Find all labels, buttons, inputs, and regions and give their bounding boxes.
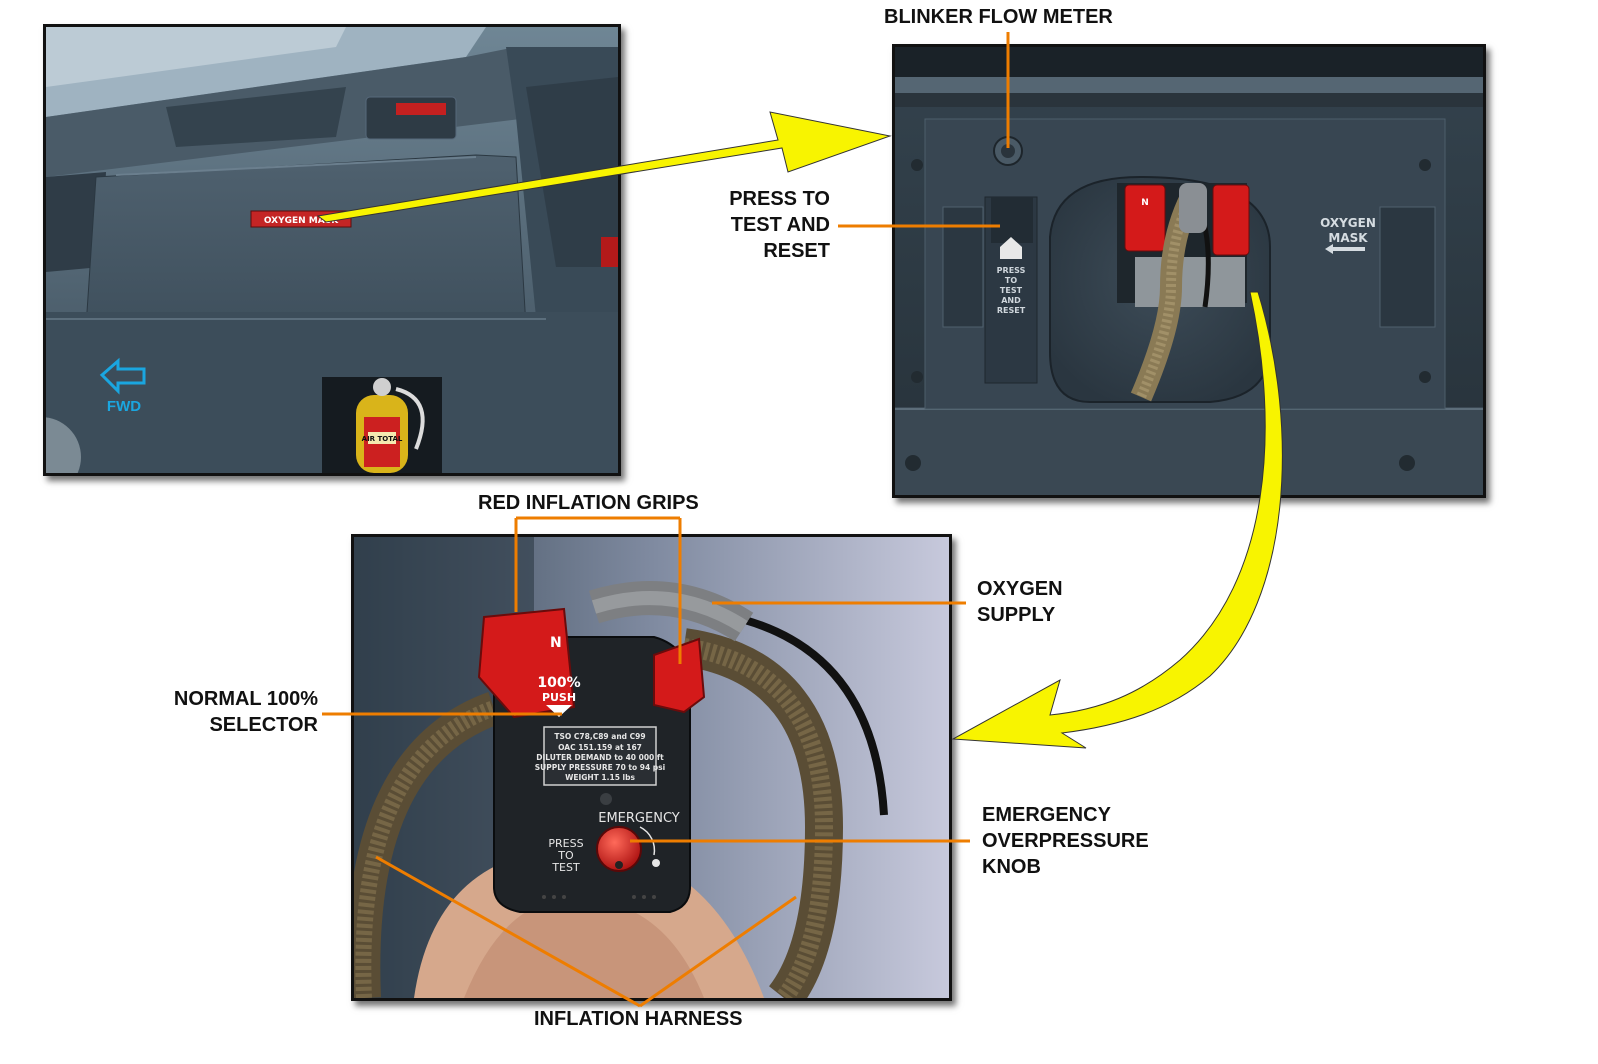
mini-selector-n: N [1141, 198, 1149, 208]
selector-100-text: 100% [537, 675, 580, 691]
svg-text:AND: AND [1001, 296, 1021, 305]
photo-stowage-box: PRESS TO TEST AND RESET N OXYGEN MASK [892, 44, 1486, 498]
svg-text:MASK: MASK [1328, 231, 1368, 245]
label-oxygen-supply: OXYGEN SUPPLY [977, 576, 1063, 628]
label-blinker-flow-meter: BLINKER FLOW METER [884, 6, 1113, 28]
press-to-test-reset-panel-text: PRESS TO TEST AND RESET [997, 266, 1026, 315]
svg-text:TEST: TEST [551, 861, 580, 874]
label-line: OVERPRESSURE [982, 830, 1149, 852]
svg-text:TO: TO [1005, 276, 1017, 285]
press-to-test-text: PRESS TO TEST [548, 837, 583, 874]
placard-oxygen-mask-text: OXYGEN MASK [264, 216, 339, 226]
photo-mask-regulator: TSO C78,C89 and C99 OAC 151.159 at 167 D… [351, 534, 952, 1001]
extinguisher-label: AIR TOTAL [362, 435, 403, 443]
label-inflation-harness: INFLATION HARNESS [534, 1008, 743, 1030]
regulator-plate-text: TSO C78,C89 and C99 OAC 151.159 at 167 D… [535, 732, 665, 782]
yellow-arrow-bottom [951, 291, 1283, 749]
label-red-inflation-grips: RED INFLATION GRIPS [478, 492, 699, 514]
label-normal-100-selector: NORMAL 100% SELECTOR [150, 686, 318, 738]
svg-text:PRESS: PRESS [997, 266, 1026, 275]
svg-text:TEST: TEST [1000, 286, 1023, 295]
svg-text:SUPPLY PRESSURE 70 to 94 psi: SUPPLY PRESSURE 70 to 94 psi [535, 763, 665, 772]
svg-text:RESET: RESET [997, 306, 1026, 315]
label-line: NORMAL 100% [173, 688, 318, 710]
red-inflation-grip-left[interactable]: N 100% PUSH [477, 607, 581, 719]
fwd-arrow-icon [99, 357, 146, 395]
label-line: SELECTOR [209, 714, 318, 736]
label-line: PRESS TO [729, 188, 830, 210]
label-line: KNOB [982, 856, 1041, 878]
selector-n-text: N [550, 635, 562, 651]
svg-text:WEIGHT 1.15 lbs: WEIGHT 1.15 lbs [565, 773, 635, 782]
label-line: RESET [763, 240, 830, 262]
label-line: TEST AND [730, 214, 830, 236]
leader-lines [322, 32, 1010, 1008]
oxygen-mask-stowage-text: OXYGEN MASK [1320, 216, 1376, 245]
svg-text:PRESS: PRESS [548, 837, 583, 850]
svg-text:OAC 151.159 at 167: OAC 151.159 at 167 [558, 743, 642, 752]
photo-stowage-location: OXYGEN MASK AIR TOTAL FWD [43, 24, 621, 476]
selector-push-text: PUSH [542, 691, 576, 704]
svg-text:OXYGEN: OXYGEN [1320, 216, 1376, 230]
yellow-arrow-top [316, 111, 892, 223]
label-line: EMERGENCY [982, 804, 1111, 826]
fwd-label: FWD [107, 398, 141, 415]
emergency-text: EMERGENCY [598, 811, 680, 826]
svg-text:TSO C78,C89 and C99: TSO C78,C89 and C99 [554, 732, 645, 741]
red-inflation-grip-right[interactable] [653, 637, 706, 714]
label-press-to-test-and-reset: PRESS TO TEST AND RESET [690, 186, 830, 264]
label-line: OXYGEN [977, 578, 1063, 600]
svg-text:TO: TO [557, 849, 574, 862]
label-emergency-overpressure-knob: EMERGENCY OVERPRESSURE KNOB [982, 802, 1149, 880]
svg-text:DILUTER DEMAND to 40 000 ft: DILUTER DEMAND to 40 000 ft [536, 753, 664, 762]
emergency-overpressure-knob[interactable] [596, 826, 642, 872]
label-line: SUPPLY [977, 604, 1056, 626]
